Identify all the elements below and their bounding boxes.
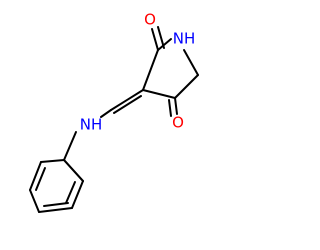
bond-nh-ch2 xyxy=(63,131,77,161)
bond-ph-6 xyxy=(63,159,84,182)
bond-c4-o-b xyxy=(168,99,172,117)
oxygen-top-label: O xyxy=(144,11,156,29)
bond-c2-o-b xyxy=(157,26,165,49)
structure-canvas: O NH O NH xyxy=(29,10,199,213)
bond-set xyxy=(29,26,199,213)
bond-c3-ch-b xyxy=(113,95,142,114)
bond-c2-n1 xyxy=(157,38,172,51)
bond-ph-1 xyxy=(71,180,84,209)
bond-n1-c5 xyxy=(183,49,199,76)
bond-ph-inner-a xyxy=(65,181,76,204)
bond-ph-2 xyxy=(38,207,73,213)
bond-c5-c4 xyxy=(174,74,199,99)
bond-c2-o-a xyxy=(151,28,159,51)
bond-c3-ch-a xyxy=(110,89,144,111)
bond-ph-5 xyxy=(40,159,65,163)
molecule-drawing: O NH O NH xyxy=(29,11,199,213)
ring-nitrogen-label: NH xyxy=(173,30,196,48)
oxygen-right-label: O xyxy=(172,114,184,132)
bond-c4-c3 xyxy=(142,89,176,99)
bond-ph-inner-b xyxy=(35,167,46,191)
bond-c3-c2 xyxy=(142,49,159,91)
bond-ph-inner-c xyxy=(43,202,69,207)
chain-nitrogen-label: NH xyxy=(80,116,103,134)
bond-c4-o-a xyxy=(174,97,178,115)
bond-ch-nh xyxy=(100,109,112,118)
bond-ph-3 xyxy=(29,189,40,213)
bond-ph-4 xyxy=(29,161,42,191)
